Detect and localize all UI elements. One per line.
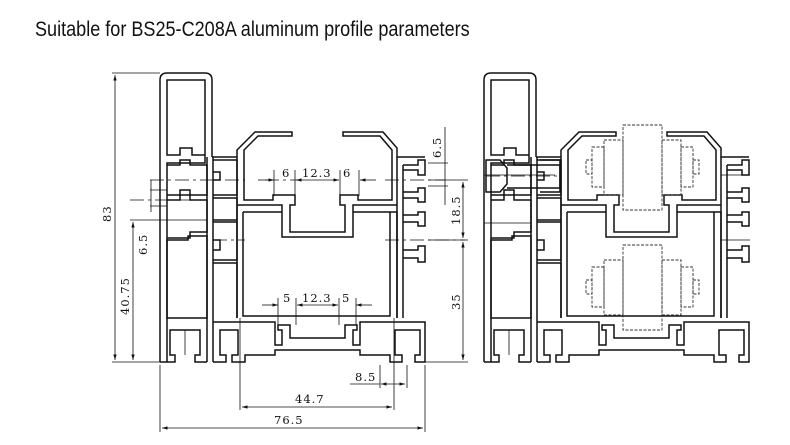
- label-18-5: 18.5: [449, 195, 463, 225]
- bolt-icon: [485, 159, 562, 193]
- roller-lower-icon: [585, 244, 700, 331]
- label-bottom-12-3: 12.3: [302, 291, 332, 305]
- page-title: Suitable for BS25-C208A aluminum profile…: [35, 18, 470, 41]
- label-6-5-left: 6.5: [136, 234, 150, 255]
- profile-section-left: 83 40.75 6.5 6.5 18.5 35 6 12.3 6 5 12.3…: [100, 72, 468, 432]
- label-bottom-5-right: 5: [342, 291, 350, 305]
- label-top-6-right: 6: [343, 166, 351, 180]
- roller-upper-icon: [585, 124, 700, 211]
- profile-section-with-rollers: [483, 72, 750, 363]
- label-8-5: 8.5: [355, 370, 376, 384]
- label-35: 35: [449, 293, 463, 310]
- label-76-5: 76.5: [274, 413, 304, 427]
- label-top-12-3: 12.3: [302, 166, 332, 180]
- label-44-7: 44.7: [295, 392, 325, 406]
- label-40-75: 40.75: [118, 277, 132, 315]
- label-bottom-5-left: 5: [283, 291, 291, 305]
- label-top-6-left: 6: [282, 166, 290, 180]
- label-6-5-right: 6.5: [430, 137, 444, 158]
- label-83: 83: [100, 205, 114, 222]
